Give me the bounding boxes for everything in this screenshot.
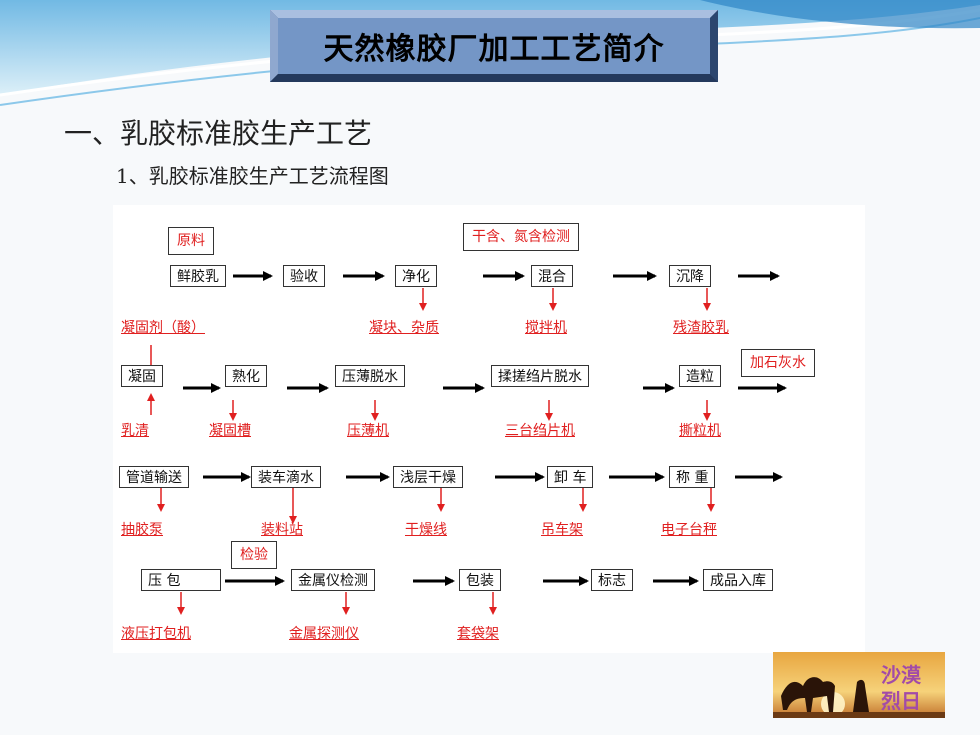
slide-title: 天然橡胶厂加工工艺简介	[323, 32, 665, 67]
note-content-test: 干含、氮含检测	[463, 223, 579, 251]
label-loading-station: 装料站	[261, 522, 303, 538]
step-acceptance: 验收	[283, 265, 325, 287]
label-dry-line: 干燥线	[405, 522, 447, 538]
label-coagulant: 凝固剂（酸）	[121, 320, 205, 336]
flow-arrows	[147, 271, 787, 615]
label-lumps: 凝块、杂质	[369, 320, 439, 336]
step-press-dewater: 压薄脱水	[335, 365, 405, 387]
step-load-drip: 装车滴水	[251, 466, 321, 488]
label-whey: 乳清	[121, 423, 149, 439]
note-lime-water: 加石灰水	[741, 349, 815, 377]
label-baler: 液压打包机	[121, 626, 191, 642]
section-heading: 一、乳胶标准胶生产工艺	[64, 117, 373, 150]
step-mature: 熟化	[225, 365, 267, 387]
step-settle: 沉降	[669, 265, 711, 287]
step-purify: 净化	[395, 265, 437, 287]
label-press-machine: 压薄机	[347, 423, 389, 439]
label-crane: 吊车架	[541, 522, 583, 538]
label-crepe-machines: 三台绉片机	[505, 423, 575, 439]
label-pump: 抽胶泵	[121, 522, 163, 538]
step-coagulate: 凝固	[121, 365, 163, 387]
label-shredder: 撕粒机	[679, 423, 721, 439]
note-raw-material: 原料	[168, 227, 214, 255]
step-crepe-dewater: 揉搓绉片脱水	[491, 365, 589, 387]
step-pipeline: 管道输送	[119, 466, 189, 488]
step-package: 包装	[459, 569, 501, 591]
step-weigh: 称 重	[669, 466, 716, 488]
label-bagging-rack: 套袋架	[457, 626, 499, 642]
note-inspection: 检验	[231, 541, 277, 569]
step-shallow-dry: 浅层干燥	[393, 466, 463, 488]
step-mix: 混合	[531, 265, 573, 287]
logo-text-top: 沙漠	[881, 663, 922, 687]
step-warehouse: 成品入库	[703, 569, 773, 591]
desert-sun-logo: 沙漠 烈日	[773, 652, 945, 718]
step-fresh-latex: 鲜胶乳	[170, 265, 226, 287]
label-metal-detector: 金属探测仪	[289, 626, 359, 642]
label-mixer: 搅拌机	[525, 320, 567, 336]
logo-text-bottom: 烈日	[881, 689, 921, 713]
process-flow-chart: 原料 干含、氮含检测 鲜胶乳 验收 净化 混合 沉降 凝固剂（酸） 凝块、杂质 …	[113, 205, 865, 653]
step-bale: 压 包	[141, 569, 221, 591]
title-frame	[270, 10, 718, 82]
label-scale: 电子台秤	[661, 522, 717, 538]
label-residue: 残渣胶乳	[673, 320, 729, 336]
step-metal-detect: 金属仪检测	[291, 569, 375, 591]
step-mark: 标志	[591, 569, 633, 591]
step-granulate: 造粒	[679, 365, 721, 387]
label-coag-tank: 凝固槽	[209, 423, 251, 439]
step-unload: 卸 车	[547, 466, 594, 488]
section-subheading: 1、乳胶标准胶生产工艺流程图	[116, 164, 389, 188]
